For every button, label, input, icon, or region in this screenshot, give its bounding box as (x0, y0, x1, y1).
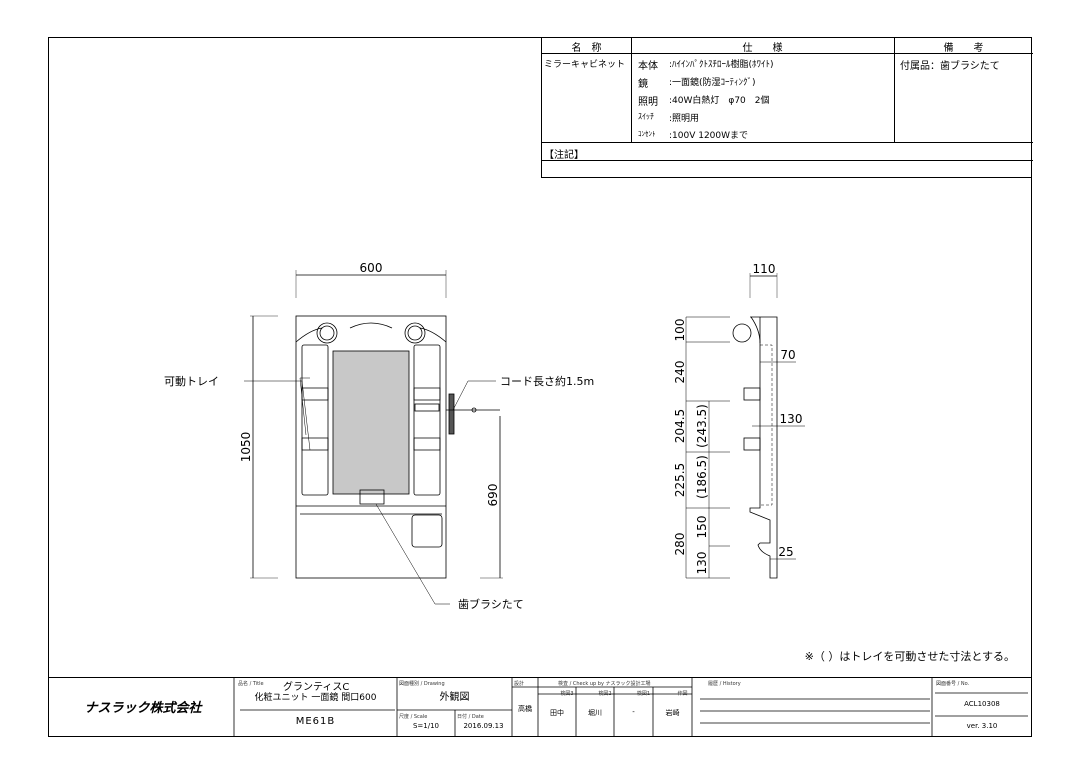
title: グランティスC (283, 682, 350, 693)
spec-label: 本体 (638, 61, 658, 72)
check-col: 検図1 (636, 691, 651, 697)
product-name: ミラーキャビネット (544, 60, 626, 70)
dim-depth: 110 (753, 262, 776, 276)
dim-70: 70 (780, 348, 795, 362)
number-label: 図面番号 / No. (936, 681, 970, 687)
spec-table: 名 称 仕 様 備 考 ミラーキャビネット 本体 :ﾊｲｲﾝﾊﾟｸﾄｽﾁﾛｰﾙ樹… (541, 37, 1033, 178)
drawing-type: 外観図 (439, 692, 470, 703)
dim-225-5: 225.5 (673, 463, 687, 497)
spec-value: :一面鏡(防湿ｺｰﾃｨﾝｸﾞ) (669, 78, 756, 88)
checker: 田中 (550, 709, 564, 717)
check-col: 作図 (677, 691, 688, 697)
drawing-frame (48, 37, 1032, 737)
label-tray: 可動トレイ (164, 374, 219, 388)
header-remarks: 備 考 (943, 43, 984, 54)
checker: 岩崎 (665, 709, 680, 717)
checker: - (632, 708, 635, 716)
spec-label: 照明 (638, 97, 658, 108)
dim-150: 150 (695, 516, 709, 539)
spec-value: :40W白熱灯 φ70 2個 (669, 96, 770, 106)
label-toothbrush: 歯ブラシたて (458, 597, 524, 611)
dim-outlet: 690 (486, 484, 500, 507)
dim-243-5: (243.5) (695, 404, 709, 448)
spec-value: :照明用 (669, 114, 700, 124)
history-label: 履歴 / History (708, 681, 741, 687)
spec-value: :ﾊｲｲﾝﾊﾟｸﾄｽﾁﾛｰﾙ樹脂(ﾎﾜｲﾄ) (669, 60, 774, 70)
drawing-number: ACL10308 (964, 700, 1000, 708)
checker: 堀川 (588, 709, 602, 717)
version: ver. 3.10 (966, 722, 998, 730)
dim-186-5: (186.5) (695, 455, 709, 499)
dim-130: 130 (695, 552, 709, 575)
scale: S=1/10 (412, 722, 440, 730)
label-cord: コード長さ約1.5m (500, 374, 594, 388)
dim-25: 25 (778, 545, 793, 559)
dim-280: 280 (673, 533, 687, 556)
side-view: 110 100 240 204.5 225.5 280 (243.5) (186… (673, 262, 805, 579)
footnote: ※（ ）はトレイを可動させた寸法とする。 (805, 649, 1015, 663)
design-label: 設計 (514, 681, 525, 687)
drawing-label: 図面種別 / Drawing (399, 681, 445, 687)
header-spec: 仕 様 (742, 43, 783, 54)
notes-label: 【注記】 (544, 150, 584, 161)
front-view: 600 1050 690 可動トレイ コード長さ約1.5m 歯ブラシたて (164, 261, 594, 611)
dim-width: 600 (360, 261, 383, 275)
dim-204-5: 204.5 (673, 409, 687, 443)
designer: 高橋 (518, 705, 532, 713)
model: ME61B (295, 716, 336, 727)
subtitle: 化粧ユニット 一面鏡 間口600 (254, 693, 377, 703)
spec-value: :100V 1200Wまで (669, 131, 749, 141)
spec-label: ｽｲｯﾁ (638, 112, 654, 121)
check-col: 検図2 (598, 691, 612, 697)
dim-100: 100 (673, 319, 687, 342)
date-label: 日付 / Date (457, 714, 484, 720)
company-logo: ナスラック株式会社 (84, 701, 202, 716)
title-label: 品名 / Title (238, 681, 264, 687)
dim-130-right: 130 (780, 412, 803, 426)
header-name: 名 称 (571, 43, 602, 54)
date: 2016.09.13 (463, 722, 504, 730)
spec-label: ｺﾝｾﾝﾄ (638, 130, 656, 138)
title-block: ナスラック株式会社 品名 / Title グランティスC 化粧ユニット 一面鏡 … (48, 677, 1032, 737)
remarks: 付属品：歯ブラシたて (900, 61, 1000, 72)
title-block-grid (233, 677, 1028, 737)
spec-label: 鏡 (638, 79, 648, 90)
dim-240: 240 (673, 361, 687, 384)
scale-label: 尺度 / Scale (399, 714, 428, 720)
dim-height: 1050 (239, 432, 253, 463)
check-col: 検図3 (560, 691, 574, 697)
check-label: 検査 / Check up by ナスラック設計工場 (558, 681, 651, 687)
